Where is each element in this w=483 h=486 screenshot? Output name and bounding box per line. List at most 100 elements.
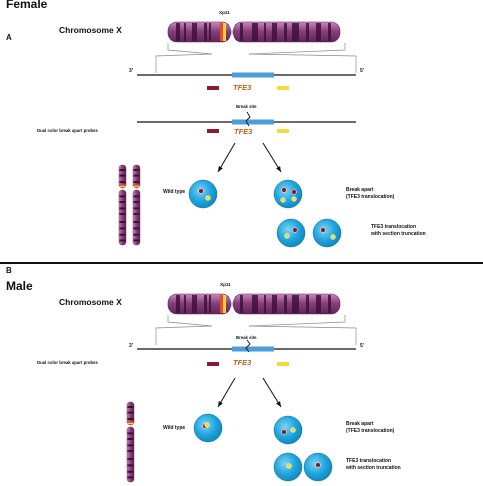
panel-a-nucleus-trunc-1 [276, 218, 306, 248]
panel-a-band-label: Xp11 [219, 10, 230, 15]
panel-a-probe-red-2 [207, 129, 219, 133]
panel-a-sex-title: Female [6, 0, 48, 11]
panel-a-x-chromosome-1-band-9 [119, 233, 126, 236]
panel-a-zoom-lines [155, 53, 357, 73]
panel-divider [0, 262, 483, 264]
panel-b-nucleus-wild-type-signal-1 [204, 422, 210, 428]
panel-a-arrow-right-shaft [262, 142, 282, 173]
panel-a-truncation-line1: TFE3 translocation [371, 224, 417, 230]
panel-a-nucleus-break-apart-signal-2 [280, 197, 286, 203]
panel-a-x-chromosome-1-band-0 [119, 169, 126, 171]
panel-a-nucleus-trunc-2-signal-0 [320, 227, 326, 233]
panel-a-nucleus-wild-type-signal-1 [205, 195, 211, 201]
panel-b-band-13 [328, 295, 331, 313]
panel-b-arrow-right-head [276, 401, 281, 407]
panel-a-centromere [228, 22, 236, 42]
panel-b-break-apart-line2: (TFE3 translocation) [346, 428, 395, 434]
panel-a-nucleus-trunc-2 [312, 218, 342, 248]
panel-a-x-chromosome-2-band-7 [133, 221, 140, 223]
panel-a-truncation-line2: with section truncation [371, 231, 426, 237]
panel-a-x-chromosome-2-lower-arm [132, 189, 141, 246]
panel-a-end-left: 3' [129, 68, 133, 74]
panel-b-x-chromosome-band-red [127, 421, 134, 423]
panel-a-band-1 [184, 23, 186, 41]
panel-a-x-chromosome-2-band-red [133, 184, 140, 186]
panel-a-chromosome-p-arm [167, 21, 232, 43]
panel-a-chromosome-label: Chromosome X [59, 25, 122, 35]
panel-a-band-10 [292, 23, 299, 41]
panel-a-band-3 [204, 23, 207, 41]
panel-b-truncation-label: TFE3 translocation with section truncati… [346, 458, 401, 472]
panel-a-x-chromosome-2-band-10 [133, 239, 140, 242]
panel-b-tfe3-gene-bar [232, 346, 274, 352]
panel-a-tfe3-gene-bar [232, 72, 274, 78]
panel-b-break-site-mark [245, 339, 251, 353]
panel-b-nucleus-break-apart-signal-0 [281, 429, 287, 435]
panel-a-probe-yellow-2 [277, 129, 289, 133]
panel-b-x-chromosome-band-6 [127, 450, 134, 452]
panel-b-band-11 [306, 295, 309, 313]
panel-a-end-right: 5' [360, 68, 364, 74]
panel-a-probe-yellow [277, 86, 289, 90]
panel-b-zoom-bracket [167, 315, 346, 327]
panel-a-x-chromosome-1-band-5 [119, 207, 126, 210]
panel-b-x-chromosome-band-3 [127, 432, 134, 435]
panel-a-band-2 [192, 23, 197, 41]
panel-b-band-7 [264, 295, 266, 313]
panel-b-graphics [126, 293, 357, 483]
panel-b-nucleus-break-apart [273, 415, 303, 445]
panel-a-break-apart-label: Break apart (TFE3 translocation) [346, 187, 394, 201]
panel-a-zoom-bracket [167, 43, 346, 55]
panel-a-truncation-label: TFE3 translocation with section truncati… [371, 224, 426, 238]
panel-b-probes-label: Dual color break apart probes [37, 360, 98, 365]
panel-a-break-site-mark [245, 111, 251, 127]
panel-b-band-10 [292, 295, 299, 313]
panel-a-band-xp11-yellow [223, 23, 226, 41]
panel-b-band-xp11-red [220, 295, 223, 313]
panel-a-label: A [6, 33, 12, 42]
panel-b-break-apart-line1: Break apart [346, 421, 374, 427]
panel-a-x-chromosome-2-band-4 [133, 201, 140, 203]
panel-b-centromere [228, 294, 236, 314]
panel-b-wild-type-label: Wild type [163, 425, 186, 431]
panel-a-gene-label-2: TFE3 [234, 127, 253, 136]
panel-b-x-chromosome-band-1 [127, 411, 134, 414]
panel-a-nucleus-trunc-1-signal-1 [292, 227, 298, 233]
panel-b-band-2 [192, 295, 197, 313]
panel-a-x-chromosome-2-band-5 [133, 207, 140, 210]
panel-a-break-apart-line1: Break apart [346, 187, 374, 193]
panel-b-end-right: 5' [360, 343, 364, 349]
panel-b-band-label: Xp11 [220, 282, 231, 287]
panel-b-x-chromosome-band-4 [127, 438, 134, 440]
panel-a-band-0 [176, 23, 180, 41]
panel-a-x-chromosome-2-band-0 [133, 169, 140, 171]
panel-a-band-11 [306, 23, 309, 41]
panel-b-gene-label: TFE3 [233, 358, 252, 367]
panel-b-band-9 [284, 295, 287, 313]
panel-a-x-chromosome-2-band-9 [133, 233, 140, 236]
panel-b-label: B [6, 266, 12, 275]
panel-a-arrow-left-head [218, 166, 223, 172]
panel-a-x-chromosome-1-band-8 [119, 227, 126, 230]
panel-b-band-4 [209, 295, 211, 313]
panel-b-break-apart-label: Break apart (TFE3 translocation) [346, 421, 394, 435]
panel-b-sex-title: Male [6, 279, 33, 293]
panel-a-nucleus-break-apart-signal-0 [281, 187, 287, 193]
panel-b-chromosome-p-arm [167, 293, 232, 315]
panel-b-band-0 [176, 295, 180, 313]
panel-b-nucleus-break-apart-signal-1 [290, 427, 296, 433]
panel-a-x-chromosome-1-band-2 [119, 181, 126, 183]
panel-a-nucleus-trunc-2-signal-1 [330, 234, 336, 240]
panel-a-band-13 [328, 23, 331, 41]
panel-a-x-chromosome-1-band-red [119, 184, 126, 186]
panel-a-x-chromosome-1-band-yellow [119, 185, 126, 188]
panel-b-probe-yellow [277, 362, 289, 366]
panel-b-x-chromosome-band-9 [127, 470, 134, 473]
panel-a-wild-type-label: Wild type [163, 189, 186, 195]
panel-b-nucleus-trunc-1-signal-0 [286, 463, 292, 469]
panel-a-band-12 [316, 23, 321, 41]
panel-b-x-chromosome-lower-arm [126, 426, 135, 483]
panel-b-x-chromosome-band-10 [127, 476, 134, 479]
panel-a-band-xp11-red [220, 23, 223, 41]
